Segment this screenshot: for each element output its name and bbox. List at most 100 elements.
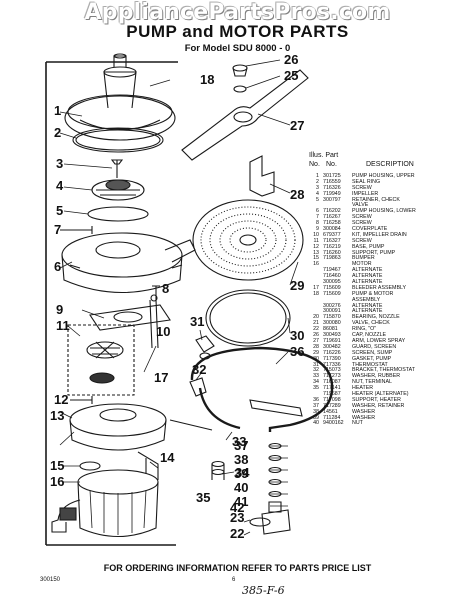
watermark: AppliancePartsPros.com (84, 0, 391, 25)
header-illus-part: Illus. Part (309, 152, 339, 159)
part-description: MOTOR (352, 261, 372, 268)
illus-number: 22 (313, 326, 319, 333)
illus-number: 33 (313, 373, 319, 380)
part-impeller (91, 179, 145, 201)
callout-8: 8 (162, 281, 169, 296)
part-description: GUARD, SCREEN (352, 343, 397, 350)
part-description: PUMP HOUSING, UPPER (352, 173, 415, 179)
part-bleeder (149, 294, 159, 349)
part-screen-guard (249, 155, 275, 197)
part-bearing (233, 85, 247, 93)
part-description: BUMPER (352, 255, 375, 262)
part-description: BLEEDER ASSEMBLY (352, 284, 407, 291)
part-number: 716260 (323, 249, 341, 256)
parts-list-row: 300095 ALTERNATE (305, 279, 473, 286)
callout-39: 39 (234, 466, 248, 481)
part-number: 719467 (323, 267, 341, 274)
part-description: NUT, TERMINAL (352, 379, 392, 386)
part-number: 716326 (323, 184, 341, 191)
part-description: BASE, PUMP (352, 243, 385, 250)
callout-36: 36 (290, 344, 304, 359)
part-description: ALTERNATE (352, 267, 383, 274)
illus-number: 38 (313, 408, 319, 415)
illus-number: 39 (313, 414, 319, 421)
illus-number: 13 (313, 249, 319, 256)
part-number: 300493 (323, 332, 341, 339)
callout-2: 2 (54, 125, 61, 140)
part-bumper (79, 461, 101, 471)
part-drain-impeller (86, 341, 124, 384)
callout-7: 7 (54, 222, 61, 237)
part-number: 300080 (323, 320, 341, 327)
illus-number: 21 (313, 320, 319, 327)
part-description: BRACKET, THERMOSTAT (352, 367, 415, 374)
part-description: SCREW (352, 237, 372, 244)
part-number: 86081 (323, 326, 338, 333)
part-description: SCREW (352, 184, 372, 191)
illus-number: 7 (316, 214, 319, 221)
part-description: HEATER (ALTERNATE) (352, 390, 409, 397)
parts-list-row: 26 300493 CAP, NOZZLE (305, 332, 473, 339)
part-number: 719949 (323, 190, 341, 197)
callout-41: 41 (234, 494, 248, 509)
part-description: ARM, LOWER SPRAY (352, 337, 406, 344)
illus-number: 34 (313, 379, 319, 386)
illus-number: 30 (313, 355, 319, 362)
illus-number: 1 (316, 173, 319, 179)
part-description: CAP, NOZZLE (352, 332, 387, 339)
callout-14: 14 (160, 450, 175, 465)
part-upper-housing (64, 53, 176, 141)
part-number: 716226 (323, 349, 341, 356)
illus-number: 6 (316, 208, 319, 215)
callout-17: 17 (154, 370, 168, 385)
part-nozzle-cap (232, 64, 248, 77)
part-number: 9400162 (323, 420, 344, 427)
part-number: 716267 (323, 214, 341, 221)
part-heater-support (249, 399, 303, 417)
part-screw (110, 159, 124, 178)
callout-6: 6 (54, 259, 61, 274)
illus-number: 11 (313, 237, 320, 244)
illus-number: 36 (313, 396, 319, 403)
illus-number: 8 (316, 220, 319, 227)
part-description: WASHER, RETAINER (352, 402, 405, 409)
part-check-valve (249, 509, 291, 535)
drain-kit-box (67, 324, 135, 396)
header-no-2: No. (326, 161, 337, 168)
callout-15: 15 (50, 458, 64, 473)
part-description: WASHER (352, 408, 376, 415)
callout-34: 34 (235, 465, 250, 480)
illus-number: 37 (313, 402, 319, 409)
illus-number: 15 (313, 255, 319, 262)
part-number: 715609 (323, 284, 341, 291)
page-title: PUMP and MOTOR PARTS (126, 22, 349, 41)
page-subtitle: For Model SDU 8000 - 0 (184, 43, 291, 54)
callout-29: 29 (290, 278, 304, 293)
part-description: ALTERNATE (352, 279, 383, 286)
part-number: 300797 (323, 196, 341, 203)
part-number: 717273 (323, 373, 341, 380)
callout-5: 5 (56, 203, 63, 218)
part-description: VALVE (352, 202, 369, 209)
part-description: THERMOSTAT (352, 361, 388, 368)
part-pump-base (69, 403, 167, 451)
part-spray-arm (181, 69, 309, 161)
callout-13: 13 (50, 408, 64, 423)
illus-number: 26 (313, 332, 319, 339)
illus-number: 10 (313, 231, 319, 238)
callout-22: 22 (230, 526, 244, 541)
header-description: DESCRIPTION (366, 161, 414, 168)
illus-number: 5 (316, 196, 319, 203)
part-number: 300095 (323, 279, 341, 286)
